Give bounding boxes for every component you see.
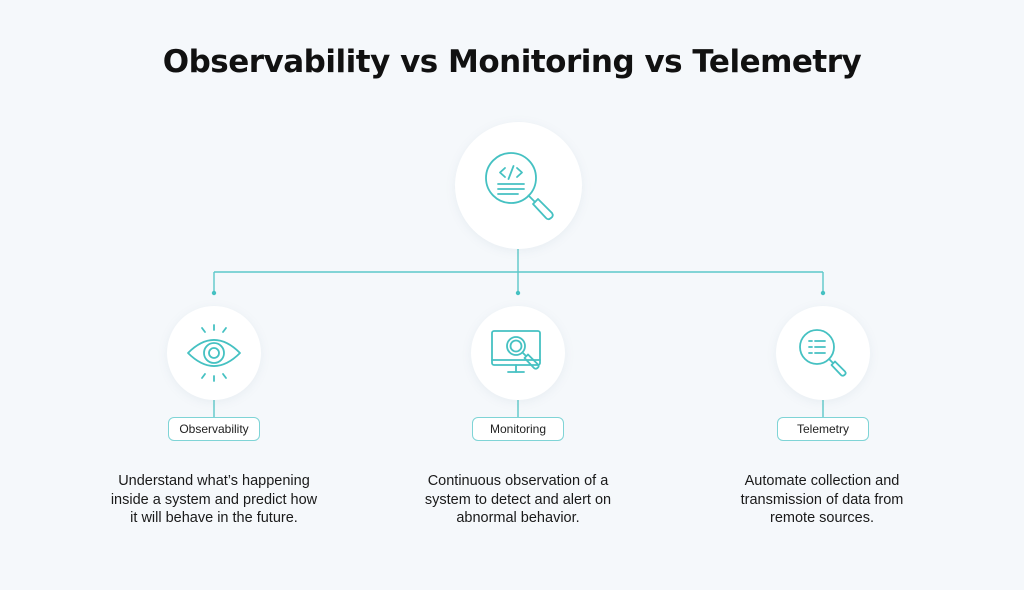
observability-node bbox=[167, 306, 261, 400]
description-line: Continuous observation of a bbox=[427, 473, 609, 489]
branch-dot-monitoring bbox=[515, 290, 521, 296]
description-line: remote sources. bbox=[770, 510, 874, 526]
page-title: Observability vs Monitoring vs Telemetry bbox=[162, 44, 862, 80]
observability-label: Observability bbox=[168, 417, 260, 441]
description-line: it will behave in the future. bbox=[130, 510, 298, 526]
telemetry-label: Telemetry bbox=[777, 417, 869, 441]
branch-dot-telemetry bbox=[820, 290, 826, 296]
eye-icon bbox=[187, 324, 241, 382]
observability-description: Understand what’s happening inside a sys… bbox=[94, 472, 334, 528]
monitoring-description: Continuous observation of a system to de… bbox=[398, 472, 638, 528]
description-line: system to detect and alert on bbox=[424, 491, 612, 508]
description-line: Automate collection and bbox=[744, 473, 900, 489]
monitoring-node bbox=[471, 306, 565, 400]
description-line: transmission of data from bbox=[740, 491, 904, 508]
code-magnifier-icon bbox=[484, 151, 554, 220]
root-node bbox=[455, 122, 582, 249]
description-line: inside a system and predict how bbox=[110, 491, 318, 508]
telemetry-node bbox=[776, 306, 870, 400]
description-line: Understand what’s happening bbox=[118, 473, 310, 489]
description-line: abnormal behavior. bbox=[456, 510, 580, 526]
monitor-magnifier-icon bbox=[491, 330, 541, 373]
monitoring-label: Monitoring bbox=[472, 417, 564, 441]
branch-dot-observability bbox=[211, 290, 217, 296]
telemetry-description: Automate collection and transmission of … bbox=[702, 472, 942, 528]
document-magnifier-icon bbox=[799, 329, 847, 377]
